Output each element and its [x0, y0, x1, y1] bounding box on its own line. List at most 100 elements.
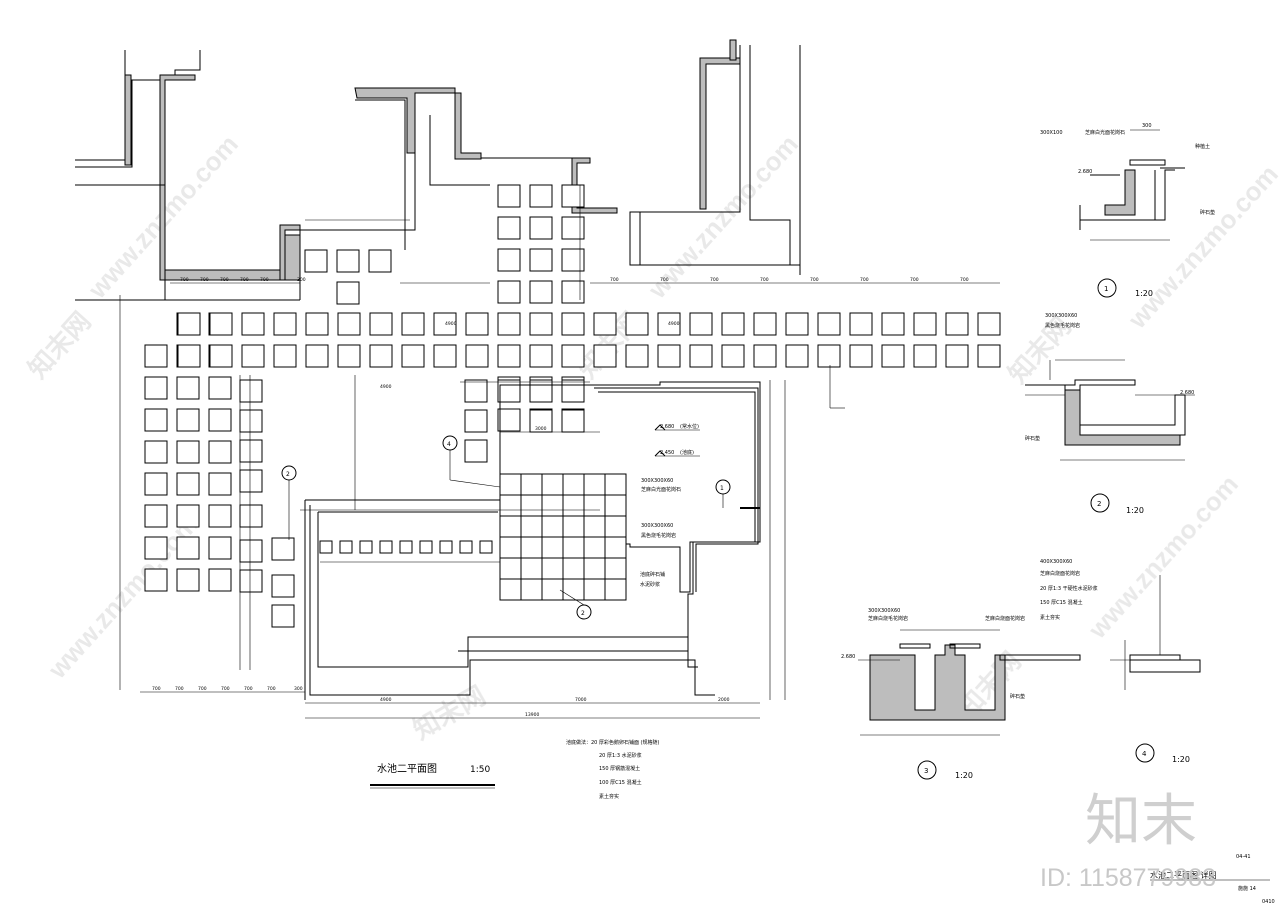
paving-tile [604, 536, 627, 559]
dim-bottom: 4900 [380, 697, 392, 703]
dim-top: 4900 [445, 321, 457, 327]
detail-3-num: 3 [924, 767, 928, 775]
paving-tile [520, 494, 543, 517]
paving-tile [529, 312, 553, 336]
paving-tile [464, 439, 488, 463]
callout-paving-b: 300X300X60 [641, 523, 673, 529]
detail-3-label: 2.680 [841, 654, 855, 660]
stone-paving-feature [499, 473, 627, 601]
pool-outline [304, 381, 761, 700]
paving-tile [604, 515, 627, 538]
paving-tile [604, 557, 627, 580]
dim-bottom: 13900 [525, 712, 539, 718]
paving-tile [593, 344, 617, 368]
paving-tile [529, 248, 553, 272]
paving-tile [753, 344, 777, 368]
paving-tile [239, 504, 263, 528]
paving-tile [144, 504, 168, 528]
paving-tile [241, 312, 265, 336]
paving-tile [497, 280, 521, 304]
paving-tile [977, 312, 1001, 336]
drawing-no: 施施 14 [1238, 885, 1256, 892]
detail-4-label: 素土夯实 [1040, 614, 1060, 621]
paving-tile [271, 574, 295, 598]
paving-tile [849, 312, 873, 336]
paving-tile [945, 312, 969, 336]
paving-tile [561, 248, 585, 272]
paving-tile [625, 312, 649, 336]
paving-tile [359, 540, 373, 554]
paving-tile [562, 515, 585, 538]
section-num-2: 2 [286, 471, 290, 478]
dim-top: 700 [240, 277, 249, 283]
paving-tile [144, 376, 168, 400]
paving-tile [541, 557, 564, 580]
paving-tile [239, 439, 263, 463]
dim-bottom: 2000 [718, 697, 730, 703]
paving-tile [529, 280, 553, 304]
dim-bottom: 700 [221, 686, 230, 692]
dim-top: 700 [810, 277, 819, 283]
paving-tile [305, 344, 329, 368]
paving-tile [541, 494, 564, 517]
paving-tile [562, 473, 585, 496]
paving-tile [239, 379, 263, 403]
paving-tile [604, 578, 627, 601]
dim-top: 700 [710, 277, 719, 283]
paving-tile [208, 568, 232, 592]
paving-tile [177, 344, 201, 368]
dim-top: 300 [297, 277, 306, 283]
detail-2-label: 300X300X60 [1045, 313, 1077, 319]
watermark-side: 知末网 [22, 306, 96, 384]
paving-tile [144, 536, 168, 560]
dim-bottom: 300 [294, 686, 303, 692]
paving-tile [561, 409, 585, 433]
paving-tile [529, 184, 553, 208]
paving-tile [419, 540, 433, 554]
paving-tile [144, 344, 168, 368]
detail-3-label: 碎石垫 [1010, 693, 1025, 700]
dim-top: 700 [200, 277, 209, 283]
paving-tile [561, 280, 585, 304]
paving-tile [273, 312, 297, 336]
detail-3-label: 芝麻白烧毛花岗岩 [868, 615, 908, 622]
paving-tile [479, 540, 493, 554]
watermark-brand: 知末 [1085, 789, 1197, 854]
paving-tile [562, 536, 585, 559]
paving-tile [497, 408, 521, 432]
paving-tile [497, 312, 521, 336]
paving-tile [176, 408, 200, 432]
paving-tile [439, 540, 453, 554]
paving-tile [208, 504, 232, 528]
detail-3-scale: 1:20 [955, 771, 973, 780]
sheet-id: 04-41 [1236, 854, 1251, 860]
labels: 水池二平面图 1:50 (常水位) 2.680 (池底) 2.450 300X3… [152, 123, 1275, 905]
paving-tile [319, 540, 333, 554]
detail-2-label: 2.680 [1180, 390, 1194, 396]
paving-tile [541, 473, 564, 496]
detail-2-num: 2 [1097, 500, 1101, 508]
paving-tile [209, 344, 233, 368]
paving-tile [399, 540, 413, 554]
paving-tile [176, 472, 200, 496]
detail-4-label: 芝麻白烧面花岗岩 [1040, 570, 1080, 577]
paving-tile [497, 184, 521, 208]
paving-tile [817, 312, 841, 336]
paving-tile [520, 536, 543, 559]
paving-tile [337, 344, 361, 368]
note-line-5: 素土夯实 [599, 793, 619, 800]
watermark-side: 知末网 [408, 680, 491, 745]
paving-tile [241, 344, 265, 368]
detail-3 [858, 629, 1081, 780]
dim-bottom: 700 [152, 686, 161, 692]
note-line-1: 池底做法：20 厚彩色鹅卵石铺面 (规格随) [566, 739, 659, 746]
section-num-4: 4 [447, 441, 451, 448]
paving-tile [465, 344, 489, 368]
paving-tile [176, 440, 200, 464]
paving-tile [561, 344, 585, 368]
paving-tile [239, 409, 263, 433]
paving-tile [541, 515, 564, 538]
paving-tile [593, 312, 617, 336]
paving-tile [208, 472, 232, 496]
